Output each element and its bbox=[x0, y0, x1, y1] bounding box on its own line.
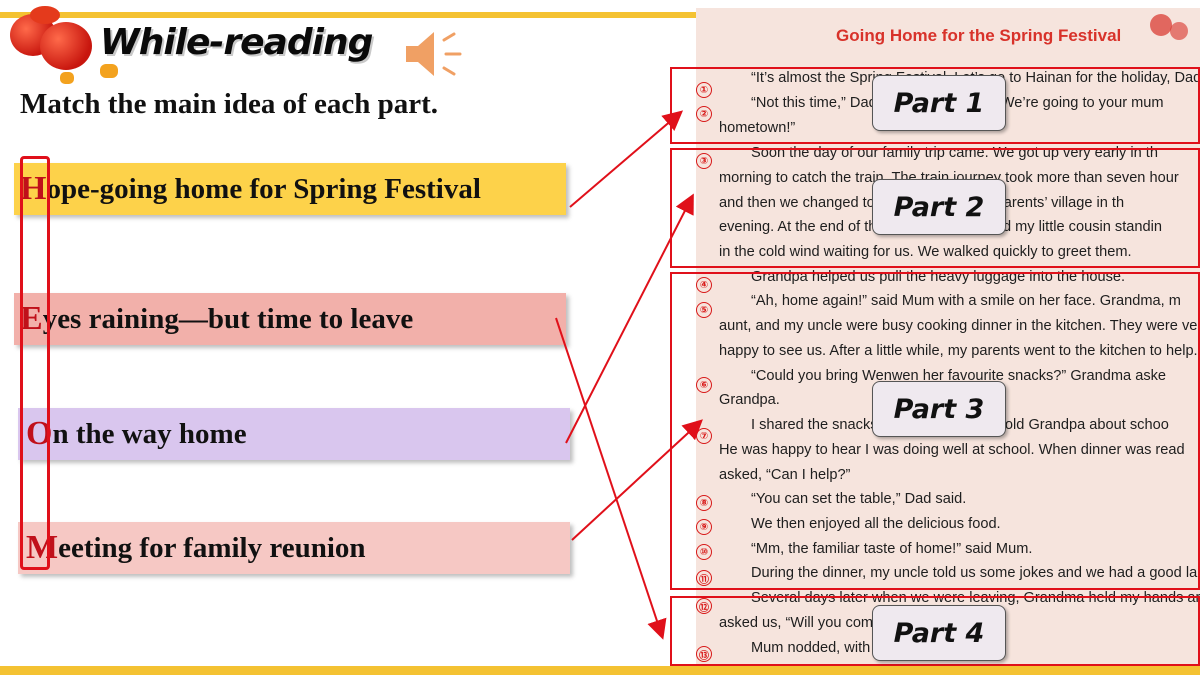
paragraph-number: ⑫ bbox=[696, 598, 712, 614]
passage-line: asked, “Can I help?” bbox=[719, 467, 851, 483]
option-initial: E bbox=[20, 300, 43, 337]
passage-line: He was happy to hear I was doing well at… bbox=[719, 442, 1185, 458]
paragraph-number: ③ bbox=[696, 153, 712, 169]
passage-line: hometown!” bbox=[719, 120, 796, 136]
passage-title: Going Home for the Spring Festival bbox=[836, 26, 1122, 45]
part-1-label[interactable]: Part 1 bbox=[872, 75, 1006, 131]
passage-line: We then enjoyed all the delicious food. bbox=[751, 516, 1001, 532]
part-4-box bbox=[670, 596, 1200, 666]
arrow-hope-to-part1 bbox=[569, 110, 684, 208]
page-title: While-reading bbox=[100, 22, 373, 63]
paragraph-number: ⑩ bbox=[696, 544, 712, 560]
paragraph-number: ⑬ bbox=[696, 646, 712, 662]
option-text: n the way home bbox=[52, 417, 247, 450]
part-3-label[interactable]: Part 3 bbox=[872, 381, 1006, 437]
passage-line: Several days later when we were leaving,… bbox=[751, 590, 1200, 606]
passage-line: “Could you bring Wenwen her favourite sn… bbox=[751, 368, 1167, 384]
option-text: yes raining—but time to leave bbox=[42, 302, 414, 335]
passage-line: “You can set the table,” Dad said. bbox=[751, 491, 967, 507]
paragraph-number: ④ bbox=[696, 277, 712, 293]
acrostic-highlight-box bbox=[20, 156, 50, 570]
option-initial: M bbox=[26, 529, 59, 566]
passage-line: morning to catch the train. The train jo… bbox=[719, 170, 1179, 186]
paragraph-number: ② bbox=[696, 106, 712, 122]
passage-line: “Mm, the familiar taste of home!” said M… bbox=[751, 541, 1033, 557]
paragraph-number: ⑪ bbox=[696, 570, 712, 586]
paragraph-number: ① bbox=[696, 82, 712, 98]
paragraph-number: ⑤ bbox=[696, 302, 712, 318]
passage-line: aunt, and my uncle were busy cooking din… bbox=[719, 318, 1198, 334]
part-1-box bbox=[670, 67, 1200, 144]
speaker-icon[interactable] bbox=[404, 28, 464, 80]
arrow-eyes-to-part4 bbox=[555, 317, 667, 640]
passage-line: happy to see us. After a little while, m… bbox=[719, 343, 1198, 359]
part-4-label[interactable]: Part 4 bbox=[872, 605, 1006, 661]
paragraph-number: ⑥ bbox=[696, 377, 712, 393]
passage-panel: Going Home for the Spring Festival “It’s… bbox=[696, 8, 1200, 666]
passage-line: “Ah, home again!” said Mum with a smile … bbox=[751, 293, 1181, 309]
passage-line: Grandpa. bbox=[719, 392, 780, 408]
instruction-text: Match the main idea of each part. bbox=[20, 88, 439, 120]
option-initial: H bbox=[20, 170, 47, 207]
passage-decoration-icon bbox=[1144, 8, 1194, 48]
bottom-accent-bar bbox=[0, 666, 1200, 675]
top-accent-bar bbox=[0, 12, 700, 18]
option-text: ope-going home for Spring Festival bbox=[46, 172, 481, 205]
option-text: eeting for family reunion bbox=[58, 531, 366, 564]
part-2-label[interactable]: Part 2 bbox=[872, 179, 1006, 235]
passage-line: During the dinner, my uncle told us some… bbox=[751, 565, 1200, 581]
passage-line: in the cold wind waiting for us. We walk… bbox=[719, 244, 1132, 260]
